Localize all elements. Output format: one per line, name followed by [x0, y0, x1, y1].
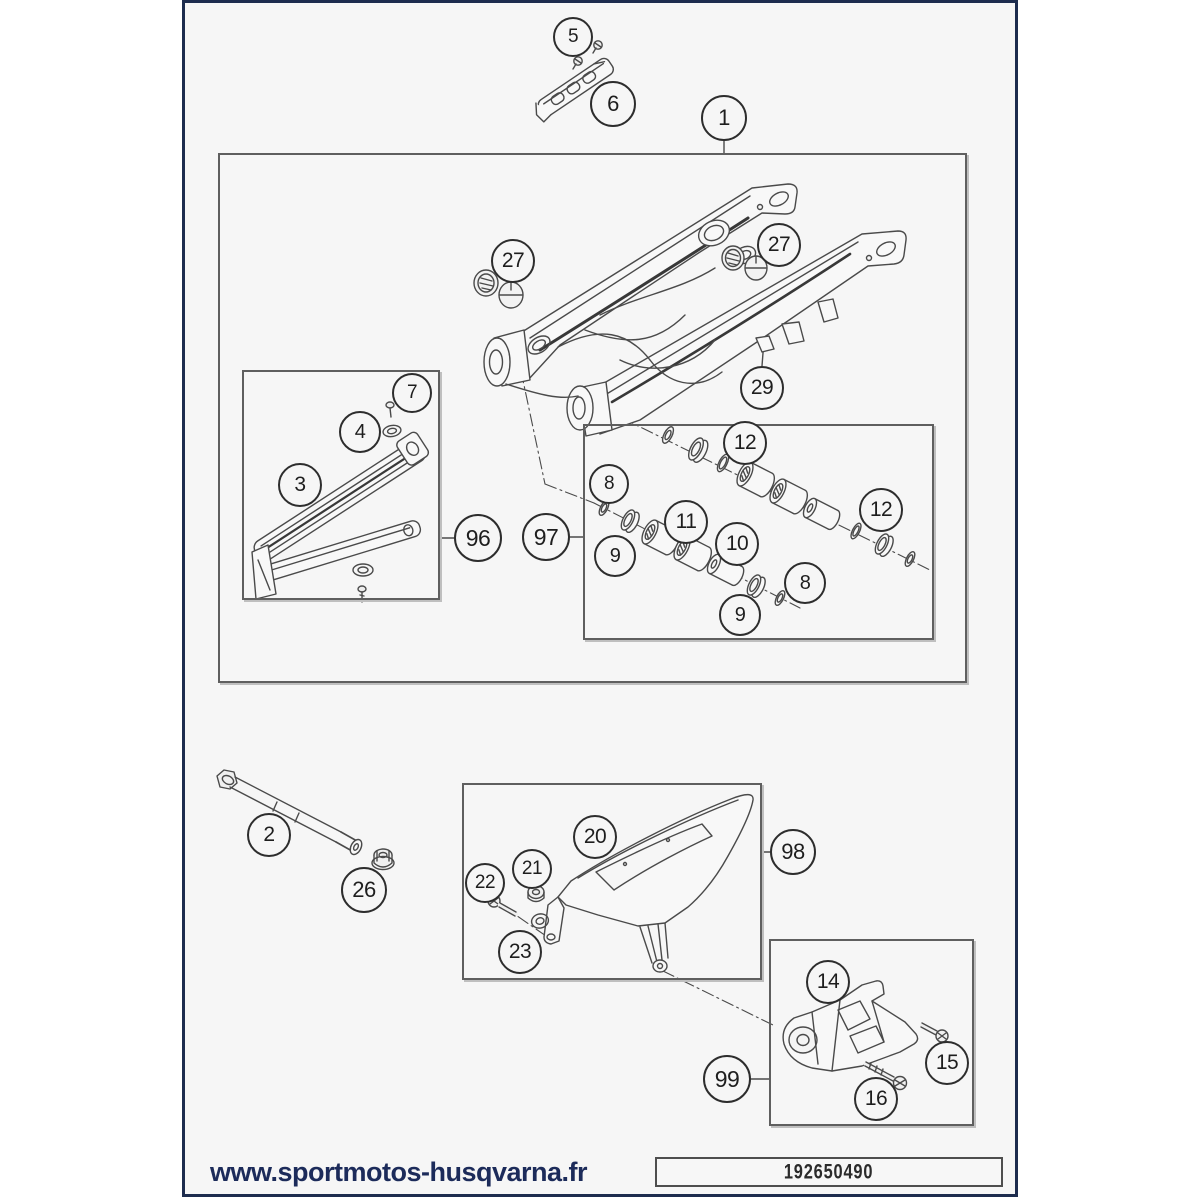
callout-2: 2 [247, 813, 291, 857]
callout-label: 27 [767, 233, 791, 256]
callout-97: 97 [522, 513, 570, 561]
swingarm-bolt-drawing [216, 769, 363, 856]
callout-label: 4 [354, 420, 366, 443]
callout-6: 6 [590, 81, 636, 127]
callout-label: 15 [935, 1051, 959, 1074]
callout-label: 23 [508, 940, 532, 963]
callout-label: 27 [501, 249, 525, 272]
callout-label: 20 [583, 825, 607, 848]
part-number-box: 192650490 [655, 1157, 1003, 1187]
callout-98: 98 [770, 829, 816, 875]
callout-label: 29 [750, 376, 774, 399]
callout-29: 29 [740, 366, 784, 410]
callout-3: 3 [278, 463, 322, 507]
callout-label: 26 [352, 877, 376, 902]
sub-assembly-box-96 [242, 370, 440, 600]
callout-8: 8 [784, 562, 826, 604]
screw-5b [572, 56, 583, 70]
website-watermark: www.sportmotos-husqvarna.fr [210, 1157, 588, 1187]
collar-nut-drawing [371, 848, 395, 871]
callout-label: 7 [406, 382, 418, 403]
callout-9: 9 [594, 535, 636, 577]
cap-27-right [721, 245, 768, 281]
callout-96: 96 [454, 514, 502, 562]
callout-label: 98 [781, 839, 805, 864]
callout-label: 2 [263, 823, 275, 846]
needle-bearing [736, 461, 776, 498]
callout-4: 4 [339, 411, 381, 453]
cap-27-left [473, 269, 524, 309]
leader-lines [439, 140, 771, 1080]
callout-label: 5 [567, 26, 579, 47]
upper-chain-slider-drawing [535, 40, 615, 123]
callout-label: 99 [714, 1065, 740, 1092]
chain-slider-drawing [251, 401, 430, 603]
sub-assembly-box-98 [462, 783, 762, 980]
callout-label: 3 [294, 473, 306, 496]
callout-20: 20 [573, 815, 617, 859]
swingarm-drawing [473, 183, 907, 437]
callout-8: 8 [589, 464, 629, 504]
assembly-box-1 [218, 153, 967, 683]
callout-23: 23 [498, 930, 542, 974]
callout-21: 21 [512, 849, 552, 889]
chain-guide-drawing [782, 980, 949, 1091]
callout-15: 15 [925, 1041, 969, 1085]
callout-99: 99 [703, 1055, 751, 1103]
callout-label: 22 [474, 872, 496, 893]
screw-5a [592, 40, 603, 54]
sub-assembly-box-99 [769, 939, 974, 1126]
callout-16: 16 [854, 1077, 898, 1121]
callout-1: 1 [701, 95, 747, 141]
spacer-tube [802, 497, 841, 531]
callout-12: 12 [859, 488, 903, 532]
part-number: 192650490 [784, 1159, 874, 1184]
callout-7: 7 [392, 373, 432, 413]
callout-27: 27 [491, 239, 535, 283]
callout-10: 10 [715, 522, 759, 566]
callout-14: 14 [806, 960, 850, 1004]
callout-label: 16 [864, 1087, 888, 1110]
callout-27: 27 [757, 223, 801, 267]
chain-guard-drawing [487, 793, 754, 973]
callout-label: 8 [799, 571, 811, 594]
callout-9: 9 [719, 594, 761, 636]
callout-22: 22 [465, 863, 505, 903]
callout-12: 12 [723, 421, 767, 465]
callout-label: 97 [533, 523, 559, 550]
needle-bearing [769, 478, 809, 515]
callout-label: 14 [816, 970, 840, 993]
callout-label: 8 [603, 473, 615, 494]
callout-label: 9 [734, 603, 746, 626]
callout-label: 12 [733, 431, 757, 454]
callout-label: 9 [609, 544, 621, 567]
callout-label: 21 [521, 858, 543, 879]
callout-label: 12 [869, 498, 893, 521]
callout-label: 1 [718, 105, 730, 130]
callout-label: 11 [675, 510, 697, 533]
callout-11: 11 [664, 500, 708, 544]
callout-label: 96 [465, 524, 491, 551]
callout-label: 6 [607, 91, 619, 116]
callout-5: 5 [553, 17, 593, 57]
callout-label: 10 [725, 532, 749, 555]
callout-26: 26 [341, 867, 387, 913]
